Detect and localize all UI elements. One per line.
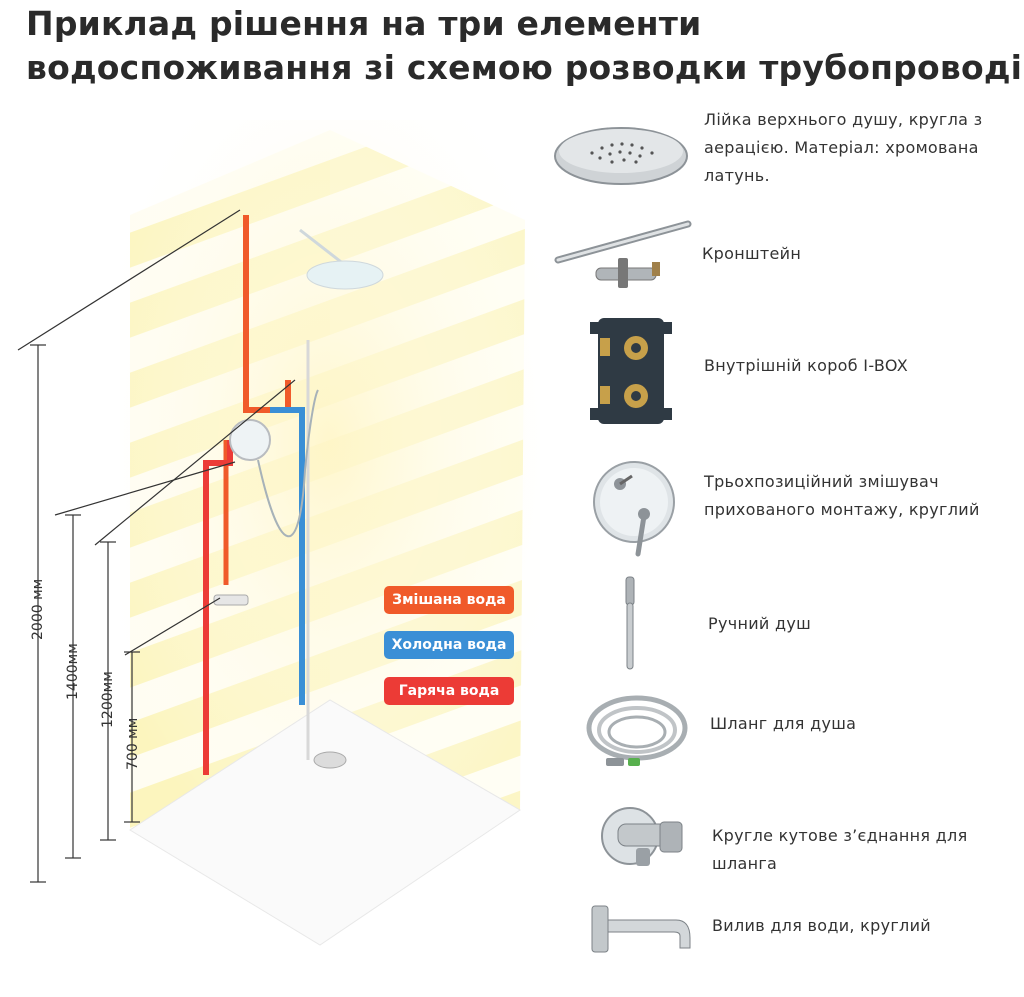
hose-icon: [586, 695, 688, 766]
title-line-2: водоспоживання зі схемою розводки трубоп…: [26, 48, 1024, 87]
spout-icon: [591, 905, 691, 953]
product-label-ibox: Внутрішній короб I-BOX: [704, 356, 908, 375]
mixer-icon: [229, 419, 271, 461]
bracket-icon: [554, 220, 692, 288]
product-label-hand-shower: Ручний душ: [708, 614, 812, 633]
shower-floor: [129, 699, 521, 946]
spout-icon: [213, 594, 249, 606]
dimension-label-700: 700 мм: [125, 717, 141, 770]
hot-water-pipe: [203, 440, 233, 775]
title-line-1: Приклад рішення на три елементи: [26, 4, 702, 43]
product-label-bracket: Кронштейн: [702, 244, 802, 263]
cold-water-pipe: [270, 407, 305, 705]
product-label-shower-head: Лійка верхнього душу, кругла з аерацією.…: [704, 110, 983, 185]
legend-mixed-water: Змішана вода: [384, 586, 514, 614]
dimension-lines: [17, 209, 296, 883]
dimension-label-1200: 1200мм: [100, 671, 116, 728]
shower-hose: [257, 389, 319, 538]
mixed-water-pipe: [243, 215, 291, 413]
page-title: Приклад рішення на три елементи водоспож…: [26, 2, 1024, 90]
shower-head-icon: [554, 127, 688, 185]
ibox-icon: [590, 318, 672, 424]
product-label-wall-connector: Кругле кутове з’єднання для шланга: [712, 826, 968, 873]
dimension-label-2000: 2000 мм: [30, 578, 46, 640]
product-label-hose: Шланг для душа: [710, 714, 857, 733]
hand-shower-icon: [625, 576, 635, 670]
legend-cold-water: Холодна вода: [384, 631, 514, 659]
floor-drain-icon: [313, 751, 347, 769]
shower-installation-diagram: [17, 120, 540, 946]
mixer-icon: [593, 461, 675, 557]
wall-connector-icon: [601, 807, 683, 866]
legend-hot-water: Гаряча вода: [384, 677, 514, 705]
overhead-shower-head-icon: [306, 260, 384, 290]
product-label-spout: Вилив для води, круглий: [712, 916, 931, 935]
product-label-mixer: Трьохпозиційний змішувач прихованого мон…: [704, 472, 980, 519]
dimension-label-1400: 1400мм: [65, 643, 81, 700]
